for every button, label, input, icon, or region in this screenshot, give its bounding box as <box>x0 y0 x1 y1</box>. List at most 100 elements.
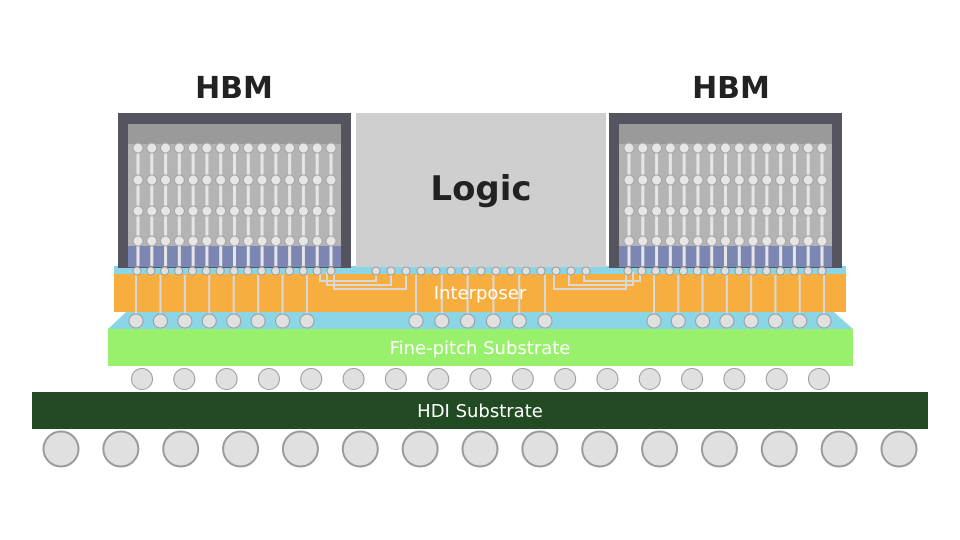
c4-bump <box>434 313 450 329</box>
microbump <box>298 266 308 276</box>
tsv-bump <box>747 174 759 186</box>
tsv-bump <box>788 142 800 154</box>
tsv-bump <box>706 174 718 186</box>
tsv-bump <box>146 142 158 154</box>
microbump <box>762 266 772 276</box>
solder-ball <box>511 368 534 390</box>
solder-ball <box>300 368 323 390</box>
microbump <box>461 266 471 276</box>
c4-bump <box>646 313 662 329</box>
c4-bump <box>719 313 735 329</box>
microbump <box>706 266 716 276</box>
tsv-bump <box>187 142 199 154</box>
solder-ball <box>257 368 280 390</box>
tsv-bump <box>747 235 759 247</box>
bga-ball <box>700 430 738 468</box>
solder-ball <box>427 368 450 390</box>
tsv-bump <box>284 142 296 154</box>
tsv-bump <box>284 235 296 247</box>
tsv-bump <box>132 205 144 217</box>
microbump <box>386 266 396 276</box>
tsv-bump <box>678 205 690 217</box>
tsv-bump <box>637 174 649 186</box>
tsv-bump <box>270 142 282 154</box>
solder-ball <box>681 368 704 390</box>
tsv-bump <box>664 205 676 217</box>
tsv-bump <box>651 205 663 217</box>
tsv-bump <box>242 205 254 217</box>
tsv-bump <box>761 174 773 186</box>
solder-ball <box>638 368 661 390</box>
bga-solder-balls <box>42 430 918 468</box>
tsv-bump <box>788 174 800 186</box>
tsv-bump <box>284 174 296 186</box>
tsv-bump <box>242 174 254 186</box>
microbump <box>536 266 546 276</box>
c4-bump <box>537 313 553 329</box>
tsv-bump <box>229 205 240 217</box>
microbump <box>803 266 813 276</box>
c4-bump <box>250 313 266 329</box>
tsv-bump <box>775 235 787 247</box>
tsv-bump <box>761 235 773 247</box>
microbump <box>401 266 411 276</box>
microbump <box>187 266 197 276</box>
bga-ball <box>102 430 140 468</box>
microbump <box>431 266 441 276</box>
tsv-bump <box>802 205 814 217</box>
microbump <box>734 266 744 276</box>
microbump <box>371 266 381 276</box>
tsv-bump <box>788 205 800 217</box>
redistribution-trace <box>553 271 627 290</box>
microbump <box>416 266 426 276</box>
tsv-bump <box>160 142 172 154</box>
tsv-bump <box>802 142 814 154</box>
tsv-bump <box>173 205 185 217</box>
tsv-bump <box>256 174 268 186</box>
tsv-bump <box>733 235 745 247</box>
microbump <box>581 266 591 276</box>
tsv-bump <box>802 174 814 186</box>
tsv-bump <box>775 142 787 154</box>
microbump <box>551 266 561 276</box>
tsv-bump <box>242 235 254 247</box>
fine-pitch-substrate <box>108 329 853 366</box>
tsv-bump <box>160 205 172 217</box>
solder-ball <box>131 368 153 390</box>
solder-ball <box>596 368 619 390</box>
bga-ball <box>521 430 559 468</box>
microbump <box>312 266 322 276</box>
fine-pitch-solder-balls <box>131 368 830 390</box>
solder-ball <box>384 368 407 390</box>
bga-ball <box>760 430 798 468</box>
tsv-bump <box>692 142 704 154</box>
redistribution-trace <box>333 271 407 290</box>
tsv-bump <box>284 205 296 217</box>
tsv-bump <box>623 174 635 186</box>
tsv-bump <box>706 235 718 247</box>
tsv-bump <box>146 205 158 217</box>
tsv-bump <box>215 142 227 154</box>
bump-underfill-lower <box>108 312 853 329</box>
bga-ball <box>461 430 499 468</box>
tsv-bump <box>678 174 690 186</box>
c4-bump <box>511 313 527 329</box>
microbump <box>566 266 576 276</box>
tsv-bump <box>761 205 773 217</box>
microbump <box>201 266 211 276</box>
tsv-bump <box>747 142 759 154</box>
tsv-bump <box>651 142 663 154</box>
tsv-bump <box>733 142 745 154</box>
c4-bump <box>670 313 686 329</box>
c4-bump <box>128 313 144 329</box>
tsv-bump <box>637 235 649 247</box>
microbump <box>748 266 758 276</box>
tsv-bump <box>692 235 704 247</box>
bga-ball <box>581 430 619 468</box>
tsv-bump <box>132 235 144 247</box>
tsv-bump <box>160 235 172 247</box>
c4-bump <box>743 313 759 329</box>
hbm-top-die <box>619 124 832 144</box>
microbump <box>789 266 799 276</box>
